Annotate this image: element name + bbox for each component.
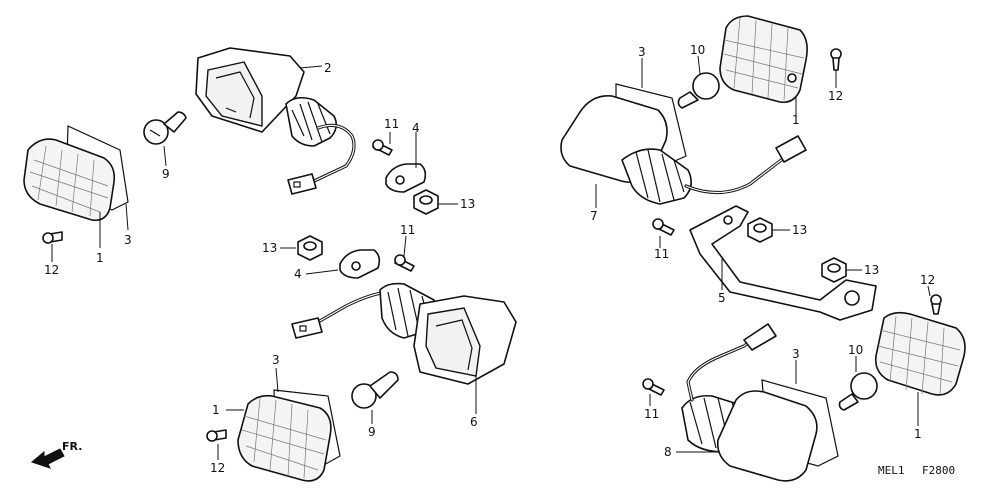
bulb-mid bbox=[351, 371, 399, 409]
bulb-10-right bbox=[838, 372, 878, 411]
callout-12: 12 bbox=[210, 461, 225, 475]
bulb-10-top bbox=[677, 72, 720, 109]
nut-mid bbox=[297, 235, 323, 261]
callout-1: 1 bbox=[212, 403, 220, 417]
callout-labels: 1 3 12 9 2 11 4 13 13 4 11 6 9 3 1 12 3 … bbox=[44, 43, 935, 475]
stay-5 bbox=[689, 205, 877, 321]
screw-right-2 bbox=[642, 378, 665, 396]
callout-13: 13 bbox=[460, 197, 475, 211]
callout-13: 13 bbox=[792, 223, 807, 237]
leader-lines bbox=[51, 55, 931, 460]
callout-4: 4 bbox=[294, 267, 302, 281]
callout-9: 9 bbox=[368, 425, 376, 439]
bulb-top-left bbox=[143, 111, 187, 145]
callout-7: 7 bbox=[590, 209, 598, 223]
callout-1: 1 bbox=[96, 251, 104, 265]
callout-12: 12 bbox=[920, 273, 935, 287]
screw-12-right bbox=[930, 294, 942, 315]
callout-13: 13 bbox=[262, 241, 277, 255]
callout-11: 11 bbox=[400, 223, 415, 237]
lens-top-right bbox=[719, 15, 808, 104]
screw-mid bbox=[394, 254, 415, 272]
lens-top-left bbox=[23, 138, 116, 222]
callout-11: 11 bbox=[384, 117, 399, 131]
callout-11: 11 bbox=[644, 407, 659, 421]
callout-3: 3 bbox=[638, 45, 646, 59]
callout-3: 3 bbox=[792, 347, 800, 361]
callout-3: 3 bbox=[124, 233, 132, 247]
callout-1: 1 bbox=[914, 427, 922, 441]
screw-top bbox=[372, 139, 393, 156]
callout-10: 10 bbox=[690, 43, 705, 57]
diagram-code-left: MEL1 bbox=[878, 464, 905, 477]
lens-bottom-left bbox=[237, 394, 332, 482]
screw-right-1 bbox=[652, 218, 675, 236]
callout-8: 8 bbox=[664, 445, 672, 459]
housing-top bbox=[195, 47, 338, 147]
callout-1: 1 bbox=[792, 113, 800, 127]
bracket-mid bbox=[339, 249, 381, 279]
connector-mid bbox=[291, 317, 323, 339]
connector-top-right bbox=[775, 135, 807, 163]
front-label: FR. bbox=[62, 440, 82, 453]
callout-12: 12 bbox=[44, 263, 59, 277]
front-arrow-icon bbox=[30, 448, 65, 469]
callout-5: 5 bbox=[718, 291, 726, 305]
lens-right bbox=[874, 311, 966, 396]
callout-10: 10 bbox=[848, 343, 863, 357]
housing-mid bbox=[379, 282, 517, 385]
diagram-code-right: F2800 bbox=[922, 464, 955, 477]
screw-12-top-left bbox=[42, 231, 63, 244]
callout-4: 4 bbox=[412, 121, 420, 135]
screw-12-top-right bbox=[830, 48, 842, 71]
nut-right-2 bbox=[821, 257, 847, 283]
housing-7 bbox=[560, 95, 692, 205]
callout-6: 6 bbox=[470, 415, 478, 429]
callout-11: 11 bbox=[654, 247, 669, 261]
front-direction-indicator: FR. bbox=[30, 440, 82, 469]
screw-12-bottom-left bbox=[206, 429, 227, 442]
bracket-top bbox=[385, 163, 427, 193]
nut-top bbox=[413, 189, 439, 215]
connector-top bbox=[287, 173, 317, 195]
connector-8 bbox=[743, 323, 777, 351]
callout-13: 13 bbox=[864, 263, 879, 277]
callout-9: 9 bbox=[162, 167, 170, 181]
callout-3: 3 bbox=[272, 353, 280, 367]
callout-12: 12 bbox=[828, 89, 843, 103]
wire-top-right bbox=[684, 156, 786, 195]
callout-2: 2 bbox=[324, 61, 332, 75]
wire-mid bbox=[316, 290, 390, 324]
housing-8 bbox=[681, 390, 818, 482]
nut-right-1 bbox=[747, 217, 773, 243]
